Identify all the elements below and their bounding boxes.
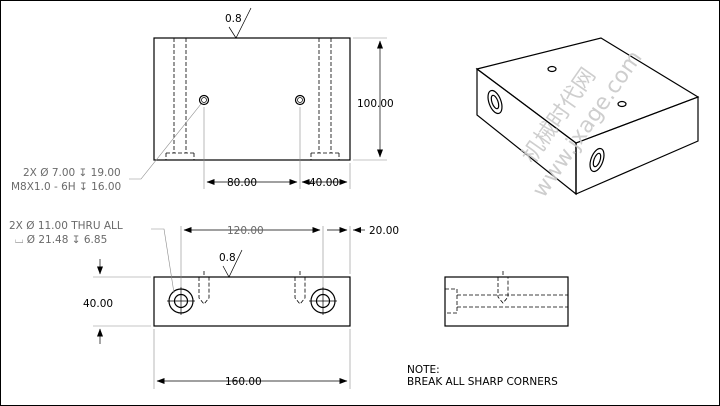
note-block: NOTE: BREAK ALL SHARP CORNERS	[407, 364, 558, 388]
isometric-view	[475, 37, 700, 196]
top-view-tapped-holes	[198, 94, 306, 106]
top-view-outline	[153, 37, 351, 161]
dim-spacing-120: 120.00	[180, 225, 324, 287]
dim-100-label: 100.00	[357, 98, 394, 110]
top-view: 0.8 100.00 80.00 40.00 2X Ø 7.00 ↧ 19.00…	[11, 7, 394, 193]
note-title: NOTE:	[407, 364, 440, 376]
dim-80-label: 80.00	[227, 177, 257, 189]
dim-thickness-40: 40.00	[83, 259, 151, 344]
iso-holes	[487, 65, 627, 173]
drill-callout-line2: M8X1.0 - 6H ↧ 16.00	[11, 181, 121, 193]
thru-callout-line2: ⌴ Ø 21.48 ↧ 6.85	[15, 234, 107, 246]
dim-160-label: 160.00	[225, 376, 262, 388]
dim-120-label: 120.00	[227, 225, 264, 237]
dim-edge-20: 20.00	[327, 225, 399, 274]
side-view-hidden-features	[445, 271, 568, 314]
top-view-hidden-holes	[165, 38, 340, 160]
surface-finish-symbol-top: 0.8	[225, 7, 252, 39]
dim-edge-40-top: 40.00	[301, 163, 351, 189]
front-view-hidden-taps	[198, 271, 306, 305]
dim-length-160: 160.00	[153, 329, 351, 389]
front-view: 0.8 120.00 20.00 40.00	[9, 220, 399, 389]
dim-spacing-80: 80.00	[203, 107, 301, 189]
drill-callout-line1: 2X Ø 7.00 ↧ 19.00	[23, 167, 121, 179]
dim-40-thickness-label: 40.00	[83, 298, 113, 310]
surface-finish-top-label: 0.8	[225, 13, 242, 25]
thru-callout-line1: 2X Ø 11.00 THRU ALL	[9, 220, 123, 232]
surface-finish-front-label: 0.8	[219, 252, 236, 264]
front-view-outline	[153, 276, 351, 327]
dim-20-label: 20.00	[369, 225, 399, 237]
surface-finish-symbol-front: 0.8	[219, 249, 243, 278]
front-view-counterbore-holes	[167, 287, 337, 315]
drill-callout: 2X Ø 7.00 ↧ 19.00 M8X1.0 - 6H ↧ 16.00	[11, 103, 202, 193]
thru-callout: 2X Ø 11.00 THRU ALL ⌴ Ø 21.48 ↧ 6.85	[9, 220, 175, 294]
dim-height-100: 100.00	[353, 37, 394, 161]
note-text: BREAK ALL SHARP CORNERS	[407, 376, 558, 388]
side-view-outline	[444, 276, 569, 327]
side-view	[444, 271, 569, 327]
dim-40-top-label: 40.00	[309, 177, 339, 189]
